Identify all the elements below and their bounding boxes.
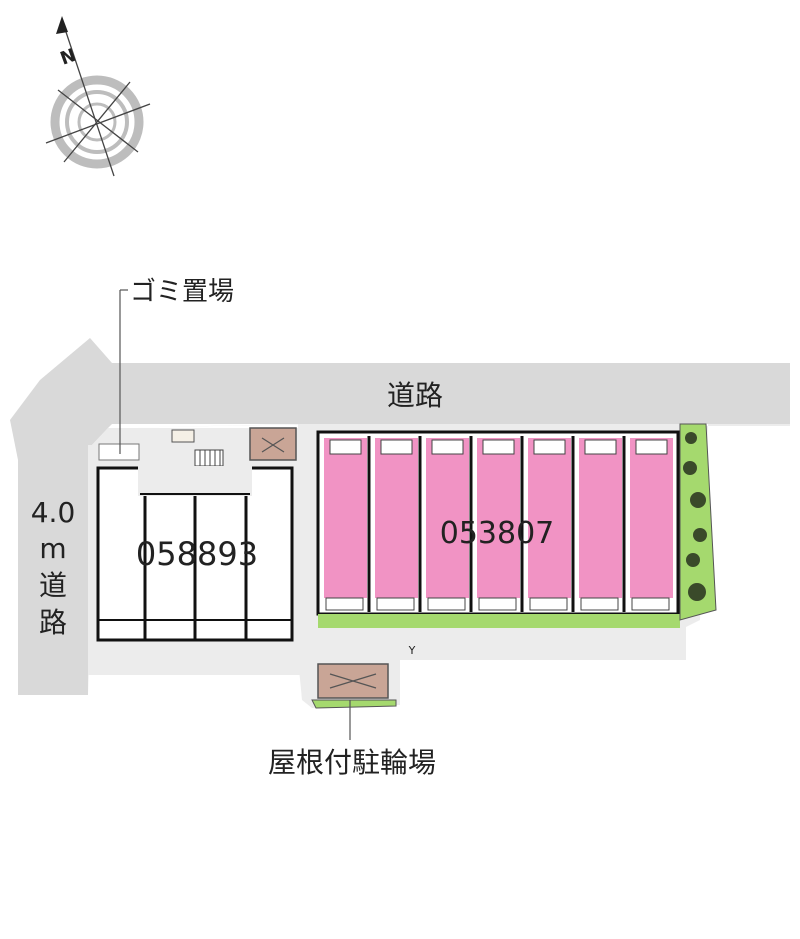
unit-entry — [329, 439, 362, 455]
building-058893: 058893 — [96, 466, 294, 642]
unit-balcony — [529, 597, 568, 611]
storage-shed — [249, 427, 297, 461]
unit-balcony — [580, 597, 619, 611]
unit-balcony — [427, 597, 466, 611]
unit-entry — [482, 439, 515, 455]
unit-6 — [579, 438, 622, 598]
building-053807: 053807 — [316, 430, 680, 616]
unit-balcony — [631, 597, 670, 611]
trees — [683, 432, 707, 601]
unit-entry — [380, 439, 413, 455]
unit-balcony — [478, 597, 517, 611]
unit-2 — [375, 438, 418, 598]
main-road — [90, 363, 790, 428]
unit-balcony — [376, 597, 415, 611]
side-road-char-0: 道 — [39, 569, 67, 602]
unit-entry — [635, 439, 668, 455]
unit-3 — [426, 438, 469, 598]
unit-entry — [584, 439, 617, 455]
unit-5 — [528, 438, 571, 598]
side-road-width-label: 4.0 — [31, 496, 76, 529]
unit-entry — [431, 439, 464, 455]
side-road-char-1: 路 — [39, 606, 67, 639]
utility-box — [171, 429, 195, 443]
unit-7 — [630, 438, 673, 598]
unit-1 — [324, 438, 367, 598]
main-road-label: 道路 — [387, 379, 443, 412]
bike-parking-label: 屋根付駐輪場 — [268, 746, 436, 779]
trash-area-label: ゴミ置場 — [130, 277, 234, 307]
side-road — [10, 338, 112, 695]
trash-area — [98, 289, 140, 461]
compass-icon: N — [45, 16, 151, 177]
unit-entry — [533, 439, 566, 455]
compass-north-label: N — [58, 45, 79, 70]
unit-balcony — [325, 597, 364, 611]
building-label-058893: 058893 — [136, 535, 258, 573]
stairs — [194, 449, 224, 467]
unit-4 — [477, 438, 520, 598]
bike-parking — [311, 663, 397, 740]
side-road-unit-label: m — [39, 532, 66, 565]
small-marker: Y — [408, 644, 416, 657]
building-label-053807: 053807 — [440, 516, 555, 551]
